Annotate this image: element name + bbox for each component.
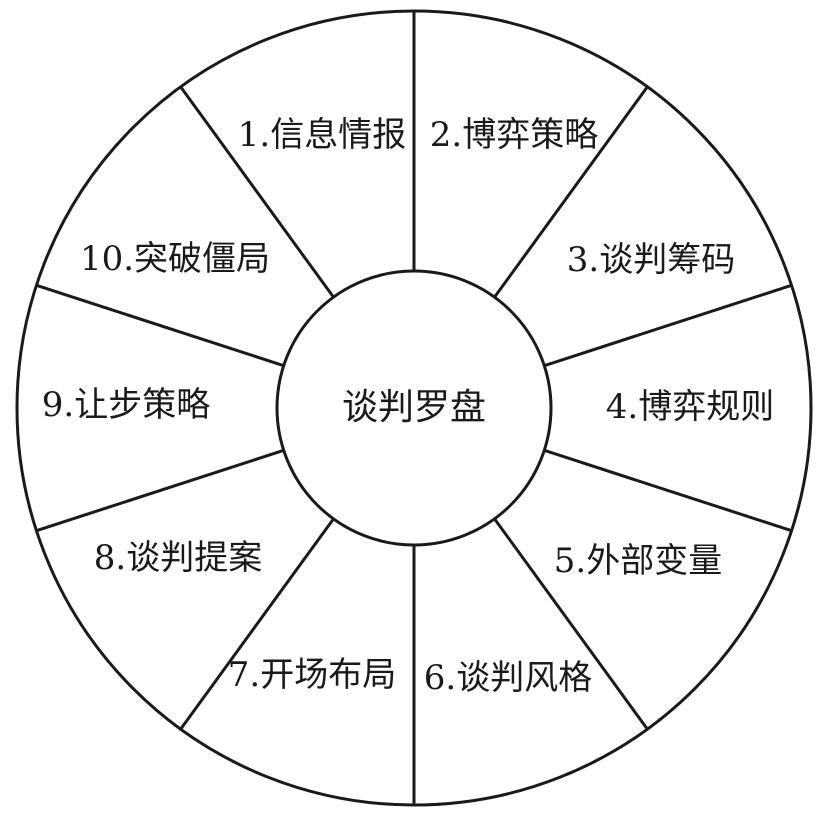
segment-divider	[543, 283, 793, 368]
segment-divider	[543, 448, 793, 533]
segment-divider	[179, 85, 335, 299]
segment-label-7: 7.开场布局	[228, 655, 396, 695]
segment-label-1: 1.信息情报	[238, 115, 406, 155]
center-label: 谈判罗盘	[342, 387, 486, 428]
segment-label-5: 5.外部变量	[554, 541, 722, 581]
segment-divider	[493, 85, 649, 299]
segment-label-2: 2.博弈策略	[430, 115, 598, 155]
segment-label-4: 4.博弈规则	[606, 387, 774, 427]
segment-label-8: 8.谈判提案	[94, 538, 262, 578]
inner-circle	[275, 269, 553, 547]
segment-divider	[35, 448, 285, 533]
segment-divider	[493, 517, 649, 731]
segment-label-10: 10.突破僵局	[80, 239, 270, 279]
segment-label-6: 6.谈判风格	[424, 658, 592, 698]
segment-divider	[35, 283, 285, 368]
segment-label-3: 3.谈判筹码	[567, 240, 735, 280]
segment-divider	[179, 517, 335, 731]
segment-label-9: 9.让步策略	[42, 385, 210, 425]
